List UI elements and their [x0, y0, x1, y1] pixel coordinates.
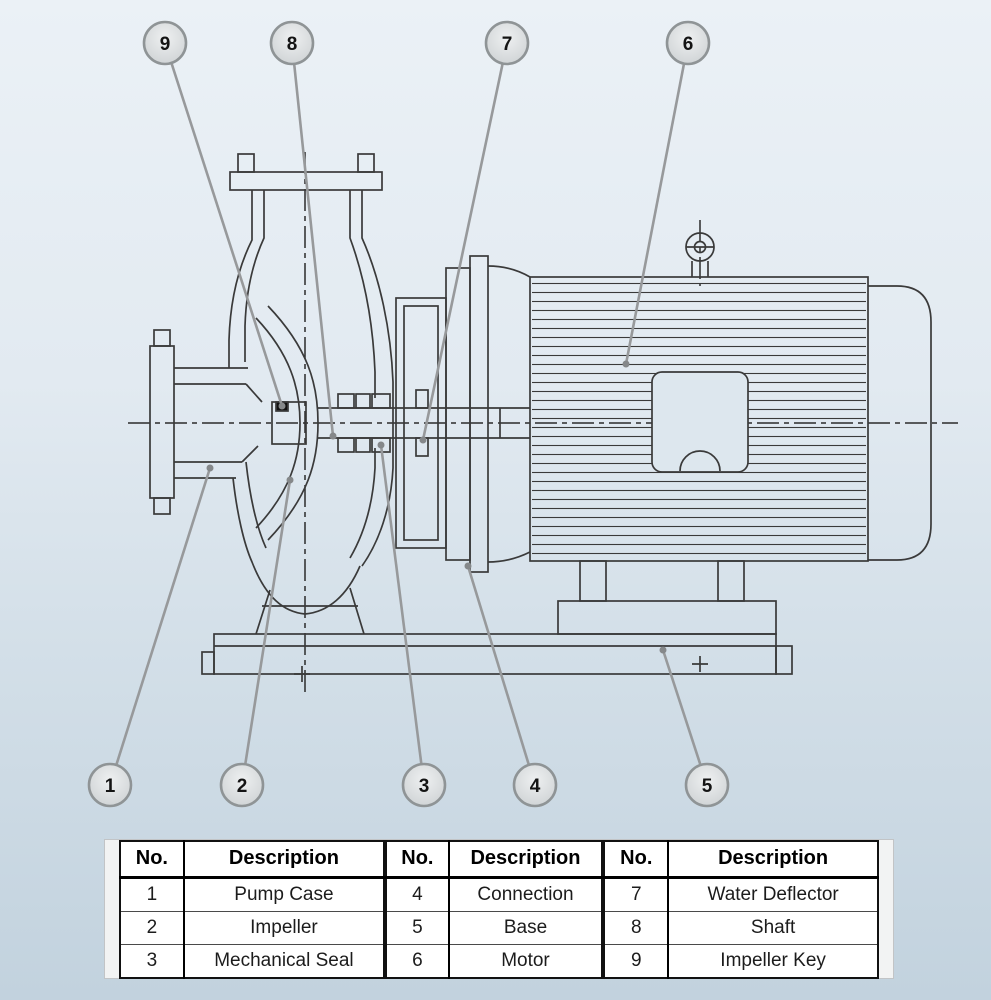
callout-8: 8 — [269, 20, 337, 440]
part-description-cell: Mechanical Seal — [183, 943, 385, 978]
callout-9: 9 — [142, 20, 286, 410]
parts-table-2: No. Description 4 Connection 5 Base 6 Mo… — [385, 839, 604, 979]
callout-circle — [401, 762, 447, 808]
table-header-row: No. Description — [386, 840, 603, 879]
part-description-cell: Shaft — [668, 910, 878, 944]
callout-circle — [684, 762, 730, 808]
table-header-row: No. Description — [120, 840, 385, 879]
callout-number: 1 — [105, 776, 116, 797]
callout-2: 2 — [219, 476, 294, 808]
column-header-description: Description — [183, 840, 385, 879]
callout-7: 7 — [419, 20, 530, 444]
table-row: 8 Shaft — [604, 910, 878, 944]
column-header-description: Description — [448, 840, 603, 879]
table-row: 9 Impeller Key — [604, 943, 878, 978]
table-row: 6 Motor — [386, 943, 603, 978]
callout-circle — [142, 20, 188, 66]
eye-bolt — [685, 232, 715, 277]
callout-circle — [219, 762, 265, 808]
table-row: 3 Mechanical Seal — [120, 943, 385, 978]
table-row: 4 Connection — [386, 876, 603, 911]
callout-circle — [87, 762, 133, 808]
part-description-cell: Impeller — [183, 910, 385, 944]
parts-table-panel: No. Description 1 Pump Case 2 Impeller 3… — [104, 839, 894, 979]
part-description-cell: Impeller Key — [668, 943, 878, 978]
callout-1: 1 — [87, 464, 214, 808]
part-description-cell: Water Deflector — [668, 876, 878, 911]
callout-circle — [269, 20, 315, 66]
parts-table-1: No. Description 1 Pump Case 2 Impeller 3… — [119, 839, 386, 979]
parts-table-3: No. Description 7 Water Deflector 8 Shaf… — [603, 839, 879, 979]
part-description-cell: Pump Case — [183, 876, 385, 911]
callout-number: 9 — [160, 34, 171, 55]
callout-number: 5 — [702, 776, 713, 797]
callout-number: 4 — [530, 776, 541, 797]
callout-4: 4 — [464, 562, 558, 808]
connection-bracket — [395, 255, 489, 573]
column-header-description: Description — [668, 840, 878, 879]
table-row: 2 Impeller — [120, 910, 385, 944]
motor-feet — [557, 560, 777, 635]
callout-number: 7 — [502, 34, 513, 55]
callout-circle — [484, 20, 530, 66]
callout-number: 8 — [287, 34, 298, 55]
callouts: 9 8 7 6 1 2 — [87, 20, 730, 808]
callout-circle — [512, 762, 558, 808]
part-description-cell: Base — [448, 910, 603, 944]
motor-end-cap — [868, 285, 932, 561]
part-no-cell: 2 — [120, 910, 185, 944]
callout-number: 6 — [683, 34, 694, 55]
callout-3: 3 — [377, 441, 447, 808]
column-header-no: No. — [386, 840, 450, 879]
pump-case — [228, 153, 394, 615]
base — [201, 587, 793, 682]
callout-6: 6 — [622, 20, 711, 368]
part-no-cell: 8 — [604, 910, 670, 944]
part-description-cell: Connection — [448, 876, 603, 911]
table-row: 5 Base — [386, 910, 603, 944]
part-no-cell: 6 — [386, 943, 450, 978]
part-description-cell: Motor — [448, 943, 603, 978]
column-header-no: No. — [604, 840, 670, 879]
callout-5: 5 — [659, 646, 730, 808]
callout-number: 3 — [419, 776, 430, 797]
part-no-cell: 4 — [386, 876, 450, 911]
motor — [487, 232, 932, 635]
table-header-row: No. Description — [604, 840, 878, 879]
callout-number: 2 — [237, 776, 248, 797]
suction-flange — [149, 329, 263, 515]
part-no-cell: 7 — [604, 876, 670, 911]
motor-terminal-window — [651, 371, 749, 473]
table-row: 1 Pump Case — [120, 876, 385, 911]
part-no-cell: 5 — [386, 910, 450, 944]
callout-circle — [665, 20, 711, 66]
part-no-cell: 1 — [120, 876, 185, 911]
column-header-no: No. — [120, 840, 185, 879]
part-no-cell: 3 — [120, 943, 185, 978]
table-row: 7 Water Deflector — [604, 876, 878, 911]
part-no-cell: 9 — [604, 943, 670, 978]
